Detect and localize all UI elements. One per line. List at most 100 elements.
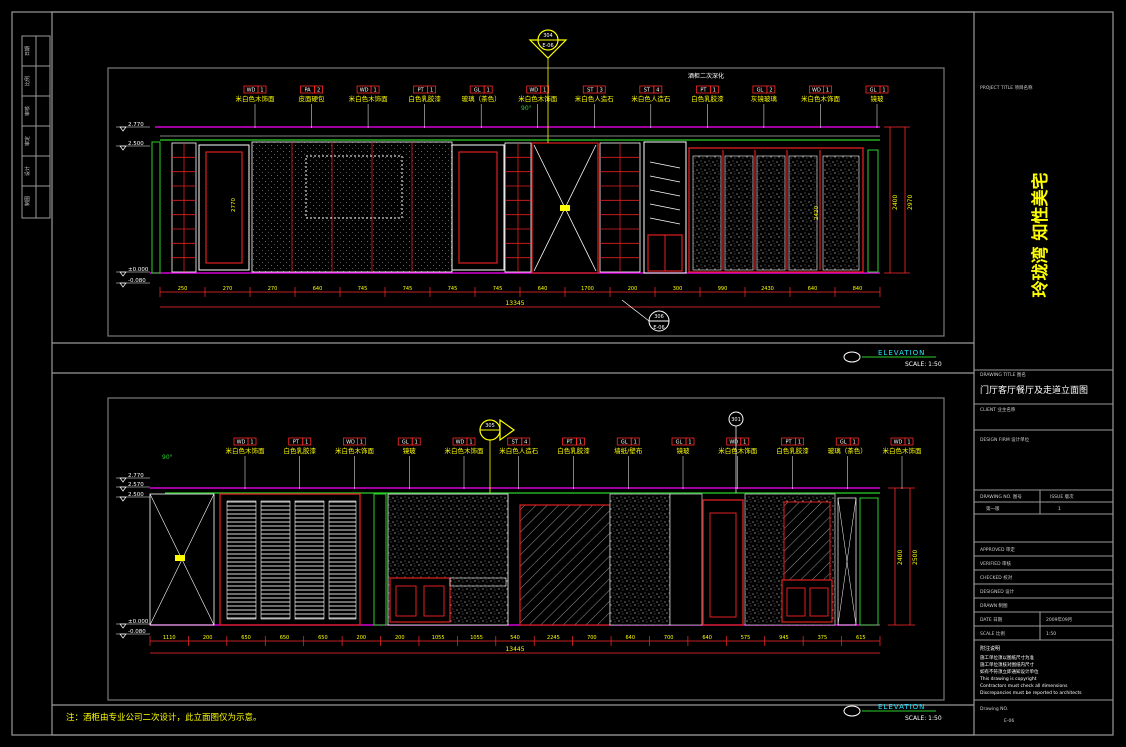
bottom-angle: 90° bbox=[162, 454, 173, 461]
svg-text:2: 2 bbox=[769, 88, 772, 94]
svg-text:米白色人造石: 米白色人造石 bbox=[631, 94, 671, 103]
project-title-label: PROJECT TITLE 项目名称 bbox=[980, 84, 1033, 91]
svg-text:1: 1 bbox=[907, 440, 910, 446]
top-wood-panel-mid bbox=[451, 144, 505, 271]
scale-value: 1:50 bbox=[1046, 631, 1056, 637]
note-line: Contractors must check all dimensions bbox=[980, 683, 1068, 689]
dim-label: 1055 bbox=[470, 635, 483, 641]
top-section-marker-bottom: 306 E-06 bbox=[621, 299, 670, 332]
svg-text:1: 1 bbox=[487, 88, 490, 94]
svg-text:1: 1 bbox=[882, 88, 885, 94]
dim-label: 640 bbox=[808, 286, 818, 292]
approved-label: APPROVED 审定 bbox=[980, 546, 1015, 553]
top-vdim-2970: 2970 bbox=[907, 195, 914, 210]
svg-text:WD: WD bbox=[456, 440, 465, 446]
notes-title: 附注说明 bbox=[980, 645, 1000, 652]
svg-text:ELEVATION: ELEVATION bbox=[878, 349, 925, 357]
bottom-section-marker-side: 301 bbox=[728, 411, 744, 493]
svg-text:ST: ST bbox=[587, 88, 594, 94]
note-line: 如有不符须立即通知设计单位 bbox=[980, 668, 1039, 675]
svg-text:WD: WD bbox=[247, 88, 256, 94]
svg-text:米白色木饰面: 米白色木饰面 bbox=[236, 94, 276, 103]
top-vdim-2400: 2400 bbox=[892, 195, 899, 210]
svg-text:PT: PT bbox=[293, 440, 300, 446]
svg-text:白色乳胶漆: 白色乳胶漆 bbox=[557, 446, 590, 455]
top-vdim-2420: 2420 bbox=[814, 206, 820, 220]
top-wood-panel-left bbox=[198, 144, 250, 271]
dim-label: 2245 bbox=[547, 635, 560, 641]
drawing-title: 门厅客厅餐厅及走道立面图 bbox=[980, 384, 1088, 396]
svg-text:WD: WD bbox=[237, 440, 246, 446]
checked-label: CHECKED 校对 bbox=[980, 574, 1013, 581]
svg-text:1: 1 bbox=[853, 440, 856, 446]
date-value: 2009年09月 bbox=[1046, 616, 1072, 623]
svg-text:PT: PT bbox=[785, 440, 792, 446]
level-label: 2.500 bbox=[128, 141, 144, 147]
svg-text:304: 304 bbox=[543, 33, 553, 39]
svg-text:GL: GL bbox=[402, 440, 409, 446]
svg-text:ST: ST bbox=[512, 440, 519, 446]
svg-text:1: 1 bbox=[250, 440, 253, 446]
designed-label: DESIGNED 设计 bbox=[980, 588, 1015, 595]
bottom-elevation-label: ELEVATION SCALE: 1:50 bbox=[843, 703, 942, 722]
svg-text:米白色木饰面: 米白色木饰面 bbox=[349, 94, 389, 103]
note-line: 施工单位须核对图纸内尺寸 bbox=[980, 661, 1034, 668]
top-vdim-2770: 2770 bbox=[231, 198, 237, 212]
sheet-frame bbox=[11, 11, 1114, 736]
sheet-no: E-06 bbox=[1004, 718, 1014, 724]
top-section-marker: 304 E-06 bbox=[528, 29, 568, 143]
svg-text:305: 305 bbox=[485, 423, 495, 429]
svg-text:米白色人造石: 米白色人造石 bbox=[499, 446, 539, 455]
dim-label: 945 bbox=[779, 635, 789, 641]
bottom-total-width: 13445 bbox=[505, 646, 524, 653]
bottom-opening-left bbox=[149, 493, 215, 626]
dim-label: 840 bbox=[853, 286, 863, 292]
svg-text:GL: GL bbox=[474, 88, 481, 94]
svg-text:4: 4 bbox=[524, 440, 527, 446]
svg-text:ELEVATION: ELEVATION bbox=[878, 703, 925, 711]
svg-text:1: 1 bbox=[713, 88, 716, 94]
svg-text:镜玻: 镜玻 bbox=[403, 446, 417, 455]
dim-label: 700 bbox=[664, 635, 674, 641]
dim-label: 650 bbox=[318, 635, 328, 641]
svg-text:镜玻: 镜玻 bbox=[871, 94, 885, 103]
svg-text:墙纸/壁布: 墙纸/壁布 bbox=[614, 446, 643, 455]
bottom-low-cabinet-right bbox=[781, 579, 833, 623]
level-label: 2.500 bbox=[128, 492, 144, 498]
top-mirror-wall bbox=[688, 147, 864, 273]
dim-label: 200 bbox=[357, 635, 367, 641]
svg-text:玻璃（茶色）: 玻璃（茶色） bbox=[828, 446, 867, 455]
svg-text:1: 1 bbox=[543, 88, 546, 94]
svg-text:WD: WD bbox=[812, 88, 821, 94]
top-leather-panel bbox=[251, 141, 453, 273]
top-wine-cabinet bbox=[643, 141, 687, 274]
note-line: 施工单位须以图纸尺寸为准 bbox=[980, 654, 1034, 661]
sheet-no-label: Drawing NO. bbox=[980, 706, 1008, 712]
margin-label: 设计 bbox=[24, 166, 31, 176]
svg-text:WD: WD bbox=[894, 440, 903, 446]
top-angle: 90° bbox=[521, 105, 532, 112]
svg-text:白色乳胶漆: 白色乳胶漆 bbox=[408, 94, 441, 103]
dim-label: 1110 bbox=[163, 635, 176, 641]
project-name: 玲珑湾 知性美宅 bbox=[1030, 173, 1051, 298]
dim-label: 745 bbox=[493, 286, 503, 292]
svg-text:ST: ST bbox=[644, 88, 651, 94]
verified-label: VERIFIED 审核 bbox=[980, 560, 1012, 567]
svg-text:3: 3 bbox=[600, 88, 603, 94]
margin-label: 审核 bbox=[24, 106, 31, 116]
dim-label: 270 bbox=[223, 286, 233, 292]
svg-text:米白色木饰面: 米白色木饰面 bbox=[226, 446, 266, 455]
date-label: DATE 日期 bbox=[980, 617, 1003, 623]
level-label: 2.570 bbox=[128, 482, 144, 488]
